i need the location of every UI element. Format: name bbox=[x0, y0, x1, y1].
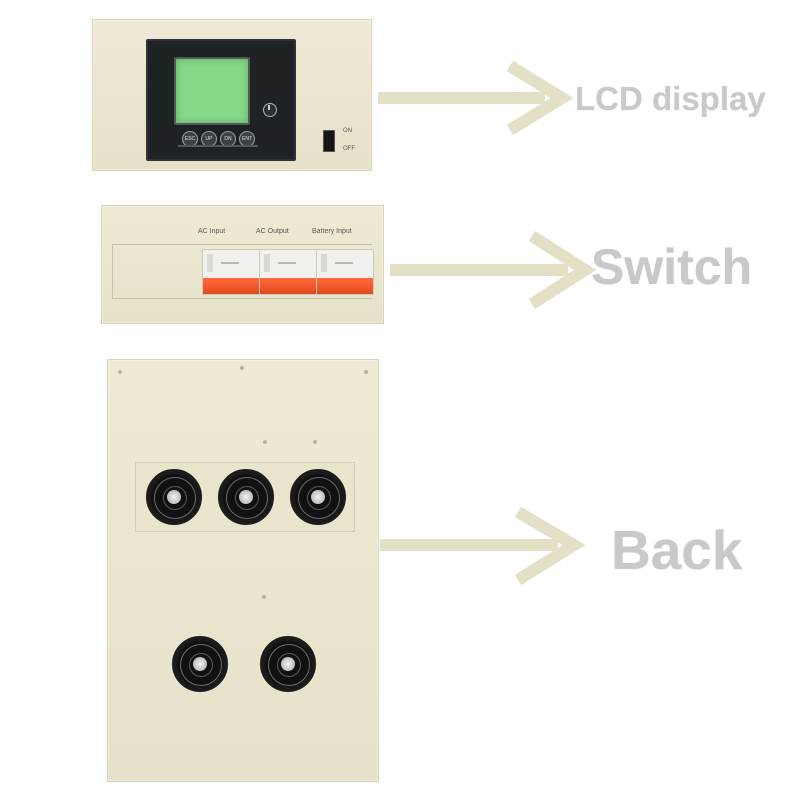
power-icon[interactable] bbox=[263, 103, 277, 117]
breaker-label bbox=[264, 254, 270, 272]
screw bbox=[262, 595, 266, 599]
fan-icon bbox=[218, 469, 274, 525]
fan-hub bbox=[281, 657, 295, 671]
fan-guard bbox=[226, 477, 268, 519]
screw bbox=[240, 366, 244, 370]
arrow-switch bbox=[390, 230, 597, 310]
caption-ac-output: AC Output bbox=[256, 228, 289, 235]
fan-hub bbox=[311, 490, 325, 504]
breaker-label bbox=[321, 254, 327, 272]
breaker-toggle[interactable] bbox=[260, 278, 316, 294]
caption-ac-input: AC Input bbox=[198, 228, 226, 235]
screw bbox=[118, 370, 122, 374]
breaker-toggle[interactable] bbox=[317, 278, 373, 294]
lcd-panel: ESC UP DN ENT ON OFF bbox=[92, 19, 372, 171]
back-panel bbox=[107, 359, 379, 782]
fan-guard bbox=[298, 477, 340, 519]
breaker-ac-output[interactable] bbox=[259, 249, 317, 295]
breaker-mark bbox=[335, 262, 353, 264]
fan-guard bbox=[268, 644, 310, 686]
breaker-toggle[interactable] bbox=[203, 278, 259, 294]
fan-icon bbox=[146, 469, 202, 525]
screw bbox=[313, 440, 317, 444]
switch-panel: AC Input AC Output Battery Input bbox=[101, 205, 384, 324]
lcd-bezel: ESC UP DN ENT bbox=[146, 39, 296, 161]
breaker-battery-input[interactable] bbox=[316, 249, 374, 295]
lcd-button-down[interactable]: DN bbox=[220, 131, 236, 147]
screw bbox=[364, 370, 368, 374]
breaker-rail-top bbox=[112, 244, 372, 245]
fan-icon bbox=[290, 469, 346, 525]
fan-guard bbox=[154, 477, 196, 519]
caption-battery-input: Battery Input bbox=[312, 228, 352, 235]
callout-switch: Switch bbox=[591, 239, 753, 295]
breaker-mark bbox=[221, 262, 239, 264]
rocker-label-off: OFF bbox=[343, 146, 355, 152]
fan-hub bbox=[167, 490, 181, 504]
arrow-back bbox=[380, 506, 586, 586]
fan-hub bbox=[239, 490, 253, 504]
fan-hub bbox=[193, 657, 207, 671]
breaker-rail-bottom bbox=[112, 298, 372, 299]
callout-back: Back bbox=[611, 519, 743, 581]
lcd-screen bbox=[174, 57, 250, 125]
callout-lcd-display: LCD display bbox=[575, 80, 766, 117]
breaker-ac-input[interactable] bbox=[202, 249, 260, 295]
breaker-rail-left bbox=[112, 244, 113, 299]
fan-plate bbox=[135, 462, 355, 532]
lcd-fineprint bbox=[178, 145, 258, 147]
fan-icon bbox=[260, 636, 316, 692]
fan-guard bbox=[180, 644, 222, 686]
fan-icon bbox=[172, 636, 228, 692]
breaker-mark bbox=[278, 262, 296, 264]
screw bbox=[263, 440, 267, 444]
power-rocker-switch[interactable] bbox=[323, 130, 335, 152]
arrow-lcd bbox=[378, 60, 574, 136]
breaker-label bbox=[207, 254, 213, 272]
lcd-button-enter[interactable]: ENT bbox=[239, 131, 255, 147]
rocker-label-on: ON bbox=[343, 128, 352, 134]
